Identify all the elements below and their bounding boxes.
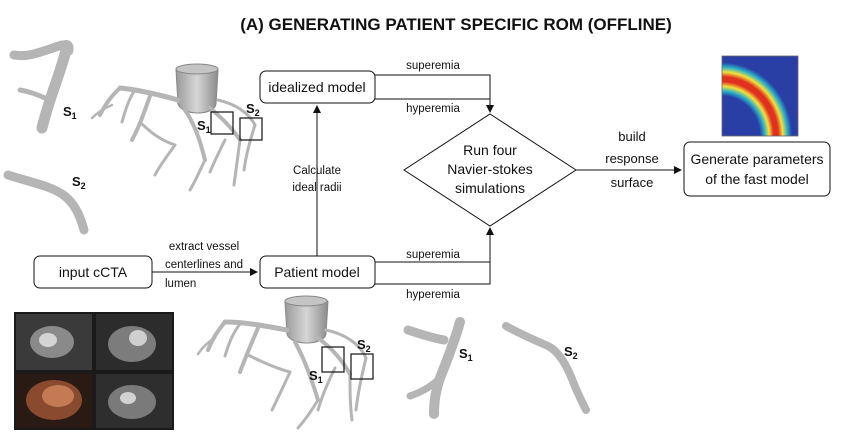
patient-coronary-tree-image: S1 S2 <box>196 295 374 430</box>
edge-idealized-superemia <box>375 74 494 113</box>
hyperemia-label-bottom: hyperemia <box>406 289 460 301</box>
build-label-line2: response <box>605 151 658 166</box>
extract-label-line2: centerlines and <box>165 259 243 271</box>
edge-patient-hyperemia <box>375 262 491 285</box>
build-label-line3: surface <box>611 175 654 190</box>
svg-text:Run four: Run four <box>463 142 517 158</box>
vessel-segment-s2-top-image: S2 <box>3 170 89 235</box>
vessel-segment-s2-bottom-image: S2 <box>502 322 590 414</box>
ccta-scan-image <box>14 312 174 430</box>
superemia-label-top: superemia <box>406 60 460 72</box>
input-ccta-box: input cCTA <box>33 255 153 289</box>
s2-label-bottom: S2 <box>564 344 578 361</box>
extract-label-line1: extract vessel <box>169 241 239 253</box>
calculate-label-line1: Calculate <box>293 165 341 177</box>
s2-label-top: S2 <box>72 174 86 191</box>
svg-text:Patient model: Patient model <box>274 264 360 280</box>
calculate-label-line2: ideal radii <box>292 182 341 194</box>
s1-label-bottom: S1 <box>459 346 473 363</box>
svg-text:input cCTA: input cCTA <box>59 264 128 280</box>
diagram-title: (A) GENERATING PATIENT SPECIFIC ROM (OFF… <box>240 15 672 34</box>
patient-model-box: Patient model <box>259 255 376 289</box>
idealized-model-box: idealized model <box>259 70 376 104</box>
vessel-segment-s1-top-image: S1 <box>9 40 77 134</box>
svg-text:Navier-stokes: Navier-stokes <box>447 161 533 177</box>
s2-label-tree-bottom: S2 <box>357 337 371 354</box>
superemia-label-bottom: superemia <box>406 249 460 261</box>
s1-label-top: S1 <box>63 104 77 121</box>
simulation-diamond: Run four Navier-stokes simulations <box>403 113 577 227</box>
svg-text:idealized model: idealized model <box>268 79 365 95</box>
response-surface-heatmap-image <box>721 55 799 137</box>
extract-label-line3: lumen <box>165 278 196 290</box>
svg-text:of the fast model: of the fast model <box>705 171 809 187</box>
hyperemia-label-top: hyperemia <box>406 103 460 115</box>
s1-label-tree-bottom: S1 <box>309 368 323 385</box>
build-label-line1: build <box>618 129 645 144</box>
vessel-segment-s1-bottom-image: S1 <box>403 317 473 419</box>
s2-label-tree-top: S2 <box>246 101 260 118</box>
s1-label-tree-top: S1 <box>197 118 211 135</box>
svg-text:simulations: simulations <box>455 180 525 196</box>
idealized-coronary-tree-image: S1 S2 <box>90 63 263 192</box>
svg-text:Generate parameters: Generate parameters <box>690 151 823 167</box>
generate-parameters-box: Generate parameters of the fast model <box>683 141 831 197</box>
